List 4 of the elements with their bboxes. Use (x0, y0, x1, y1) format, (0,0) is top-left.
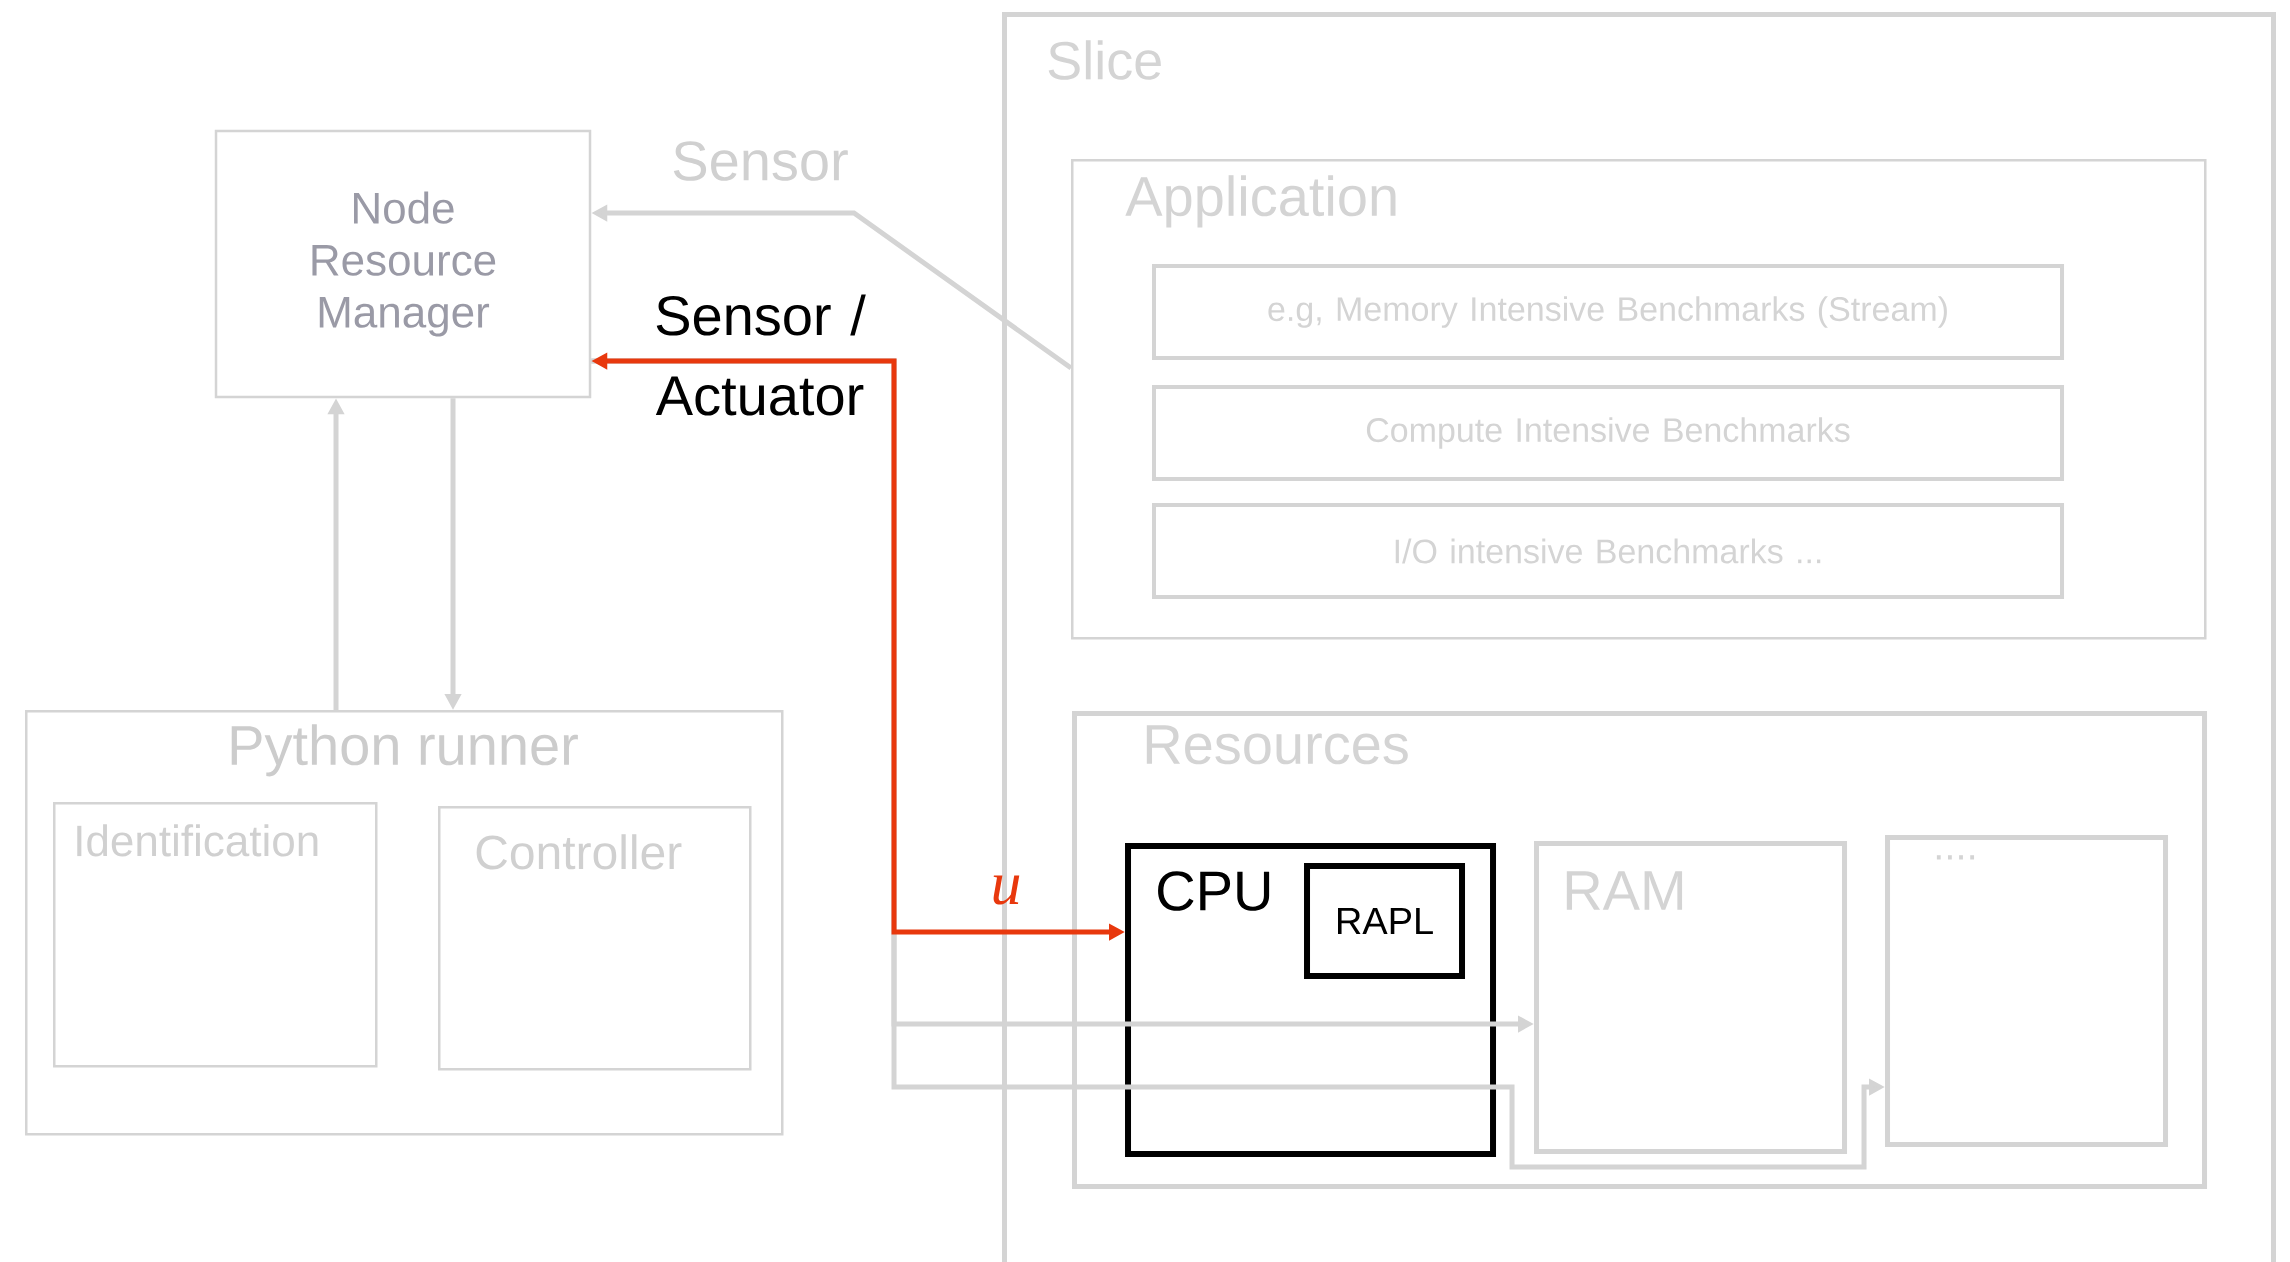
edge-label: Sensor / Actuator (655, 294, 866, 416)
process-box: RAPL (1304, 863, 1465, 979)
process-box: .... (1885, 835, 2169, 1147)
process-box: Node Resource Manager (214, 129, 592, 399)
